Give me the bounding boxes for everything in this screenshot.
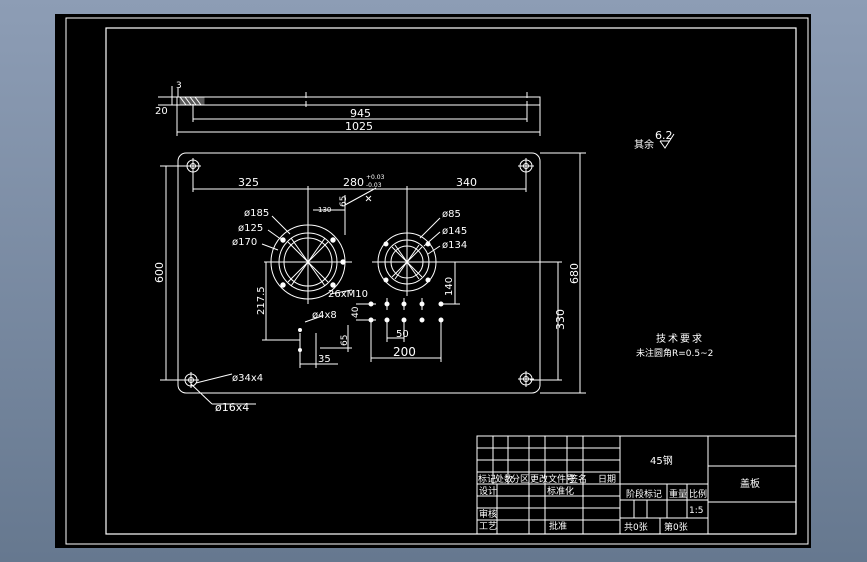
dim-phi185: ø185 (244, 208, 269, 219)
title-block (476, 435, 797, 535)
label-process: 工艺 (479, 521, 497, 532)
dim-200: 200 (393, 345, 416, 359)
dim-50: 50 (396, 329, 409, 340)
sheet-number: 第0张 (664, 521, 688, 533)
dim-65-bottom: 65 (340, 335, 350, 346)
hdr-count: 处数 (495, 473, 513, 485)
large-bore (264, 220, 352, 304)
sheets-total: 共0张 (624, 522, 648, 533)
surface-finish-prefix: 其余 (634, 138, 654, 151)
plan-view (160, 152, 586, 405)
dim-40: 40 (351, 306, 361, 318)
dim-phi170: ø170 (232, 237, 257, 248)
hdr-change-doc: 更改文件号 (530, 473, 575, 485)
plate-side-profile (176, 96, 541, 106)
label-stage-mark: 阶段标记 (626, 488, 662, 500)
hdr-sign: 签名 (569, 473, 587, 485)
dim-280-tol-minus: -0.03 (366, 182, 382, 189)
dim-140: 140 (444, 277, 455, 296)
dim-phi16x4: ø16x4 (215, 401, 249, 414)
dim-phi134: ø134 (442, 240, 467, 251)
tech-req-title: 技术要求 (656, 332, 704, 345)
dim-217-5: 217.5 (256, 286, 267, 315)
hdr-zone: 分区 (511, 474, 529, 485)
label-ratio: 比例 (689, 488, 707, 500)
hdr-date: 日期 (598, 474, 616, 485)
dim-phi125: ø125 (238, 223, 263, 234)
label-weight: 重量 (669, 488, 687, 500)
dim-945: 945 (350, 107, 371, 120)
sheet-outer-border (65, 17, 809, 545)
title-part-name: 盖板 (740, 477, 760, 490)
dim-280-tol-plus: +0.03 (366, 174, 385, 181)
dim-330: 330 (554, 309, 567, 330)
dim-680: 680 (568, 263, 581, 284)
drawing-canvas (55, 14, 811, 548)
dim-340: 340 (456, 176, 477, 189)
dim-280: 280 (343, 176, 364, 189)
sheet-inner-border (105, 27, 797, 535)
surface-finish-value: 6.2 (655, 129, 673, 142)
tech-req-line1: 未注圆角R=0.5~2 (636, 347, 713, 359)
corner-hole-br (518, 371, 534, 387)
dim-35: 35 (318, 354, 331, 365)
dim-1025: 1025 (345, 120, 373, 133)
hdr-mark: 标记 (478, 473, 496, 485)
label-approve: 批准 (549, 520, 567, 532)
label-standardize: 标准化 (547, 485, 574, 497)
dim-26xm10: 26xM10 (328, 289, 368, 300)
dim-130: 130 (318, 206, 331, 214)
side-view (158, 86, 541, 136)
dim-3: 3 (176, 81, 182, 91)
dim-600: 600 (153, 262, 166, 283)
title-material: 45钢 (650, 454, 673, 467)
dim-phi34x4: ø34x4 (232, 373, 263, 384)
small-bore (372, 228, 442, 296)
surface-finish-symbol (659, 133, 675, 149)
side-hatch (179, 96, 205, 106)
label-design: 设计 (479, 485, 497, 497)
dim-phi145: ø145 (442, 226, 467, 237)
label-review: 审核 (479, 508, 497, 520)
dim-phi85: ø85 (442, 209, 461, 220)
dim-65-top: 65 (339, 196, 349, 207)
ratio-value: 1:5 (689, 506, 703, 516)
dim-phi4x8: ø4x8 (312, 310, 337, 321)
plate-outline (177, 152, 541, 394)
dim-325: 325 (238, 176, 259, 189)
dim-20: 20 (155, 106, 168, 117)
